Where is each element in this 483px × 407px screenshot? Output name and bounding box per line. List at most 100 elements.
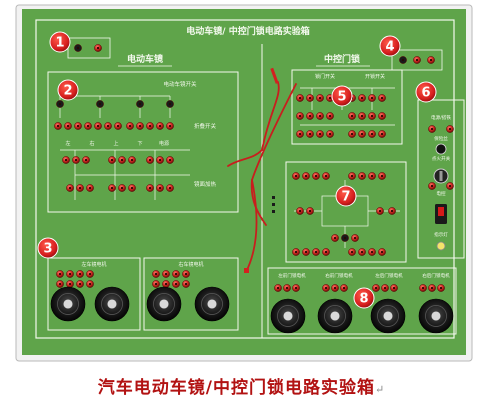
patch-cable[interactable] xyxy=(250,179,267,226)
jack-socket[interactable] xyxy=(166,156,174,164)
jack-socket[interactable] xyxy=(427,56,435,64)
jack-socket[interactable] xyxy=(428,125,436,133)
jack-socket[interactable] xyxy=(76,270,84,278)
jack-socket[interactable] xyxy=(166,100,174,108)
jack-socket[interactable] xyxy=(118,184,126,192)
jack-socket[interactable] xyxy=(82,156,90,164)
jack-socket[interactable] xyxy=(381,284,389,292)
jack-socket[interactable] xyxy=(56,270,64,278)
jack-socket[interactable] xyxy=(419,284,427,292)
jack-socket[interactable] xyxy=(104,122,112,130)
jack-socket[interactable] xyxy=(166,122,174,130)
jack-socket[interactable] xyxy=(86,270,94,278)
patch-cable[interactable] xyxy=(245,179,258,273)
patch-cable[interactable] xyxy=(227,149,263,167)
jack-socket[interactable] xyxy=(152,270,160,278)
jack-socket[interactable] xyxy=(348,130,356,138)
jack-socket[interactable] xyxy=(118,156,126,164)
jack-socket[interactable] xyxy=(146,156,154,164)
jack-socket[interactable] xyxy=(322,248,330,256)
jack-socket[interactable] xyxy=(94,122,102,130)
jack-socket[interactable] xyxy=(182,270,190,278)
jack-socket[interactable] xyxy=(322,284,330,292)
jack-socket[interactable] xyxy=(66,270,74,278)
jack-socket[interactable] xyxy=(368,172,376,180)
jack-socket[interactable] xyxy=(331,234,339,242)
jack-socket[interactable] xyxy=(437,284,445,292)
jack-socket[interactable] xyxy=(86,184,94,192)
jack-socket[interactable] xyxy=(302,172,310,180)
jack-socket[interactable] xyxy=(446,125,454,133)
jack-socket[interactable] xyxy=(156,122,164,130)
jack-socket[interactable] xyxy=(413,56,421,64)
jack-socket[interactable] xyxy=(292,284,300,292)
jack-socket[interactable] xyxy=(108,184,116,192)
jack-socket[interactable] xyxy=(316,112,324,120)
jack-socket[interactable] xyxy=(128,156,136,164)
jack-socket[interactable] xyxy=(378,172,386,180)
jack-socket[interactable] xyxy=(182,280,190,288)
jack-socket[interactable] xyxy=(162,280,170,288)
jack-socket[interactable] xyxy=(166,184,174,192)
jack-socket[interactable] xyxy=(388,207,396,215)
jack-socket[interactable] xyxy=(302,248,310,256)
jack-socket[interactable] xyxy=(378,94,386,102)
jack-socket[interactable] xyxy=(306,112,314,120)
jack-socket[interactable] xyxy=(283,284,291,292)
jack-socket[interactable] xyxy=(306,94,314,102)
jack-socket[interactable] xyxy=(64,122,72,130)
jack-socket[interactable] xyxy=(126,122,134,130)
jack-socket[interactable] xyxy=(292,172,300,180)
jack-socket[interactable] xyxy=(331,284,339,292)
jack-socket[interactable] xyxy=(136,100,144,108)
jack-socket[interactable] xyxy=(296,130,304,138)
jack-socket[interactable] xyxy=(84,122,92,130)
jack-socket[interactable] xyxy=(66,184,74,192)
patch-cable[interactable] xyxy=(261,81,280,151)
jack-socket[interactable] xyxy=(114,122,122,130)
jack-socket[interactable] xyxy=(351,234,359,242)
jack-socket[interactable] xyxy=(348,112,356,120)
patch-cable[interactable] xyxy=(251,83,297,181)
jack-socket[interactable] xyxy=(162,270,170,278)
jack-socket[interactable] xyxy=(296,112,304,120)
jack-socket[interactable] xyxy=(358,172,366,180)
jack-socket[interactable] xyxy=(76,184,84,192)
jack-socket[interactable] xyxy=(156,184,164,192)
jack-socket[interactable] xyxy=(348,172,356,180)
jack-socket[interactable] xyxy=(76,280,84,288)
jack-socket[interactable] xyxy=(54,122,62,130)
jack-socket[interactable] xyxy=(146,184,154,192)
jack-socket[interactable] xyxy=(348,248,356,256)
jack-socket[interactable] xyxy=(378,130,386,138)
jack-socket[interactable] xyxy=(378,112,386,120)
jack-socket[interactable] xyxy=(358,94,366,102)
jack-socket[interactable] xyxy=(312,172,320,180)
jack-socket[interactable] xyxy=(136,122,144,130)
jack-socket[interactable] xyxy=(399,56,407,64)
jack-socket[interactable] xyxy=(376,207,384,215)
jack-socket[interactable] xyxy=(428,182,436,190)
jack-socket[interactable] xyxy=(152,280,160,288)
jack-socket[interactable] xyxy=(341,234,349,242)
cable-plug-icon[interactable] xyxy=(244,268,249,273)
jack-socket[interactable] xyxy=(326,130,334,138)
jack-socket[interactable] xyxy=(372,284,380,292)
jack-socket[interactable] xyxy=(86,280,94,288)
jack-socket[interactable] xyxy=(306,130,314,138)
jack-socket[interactable] xyxy=(274,284,282,292)
jack-socket[interactable] xyxy=(72,156,80,164)
jack-socket[interactable] xyxy=(128,184,136,192)
jack-socket[interactable] xyxy=(108,156,116,164)
jack-socket[interactable] xyxy=(378,248,386,256)
jack-socket[interactable] xyxy=(62,156,70,164)
jack-socket[interactable] xyxy=(316,94,324,102)
jack-socket[interactable] xyxy=(94,44,102,52)
jack-socket[interactable] xyxy=(368,130,376,138)
jack-socket[interactable] xyxy=(306,207,314,215)
jack-socket[interactable] xyxy=(56,280,64,288)
jack-socket[interactable] xyxy=(74,122,82,130)
jack-socket[interactable] xyxy=(390,284,398,292)
jack-socket[interactable] xyxy=(316,130,324,138)
jack-socket[interactable] xyxy=(56,100,64,108)
